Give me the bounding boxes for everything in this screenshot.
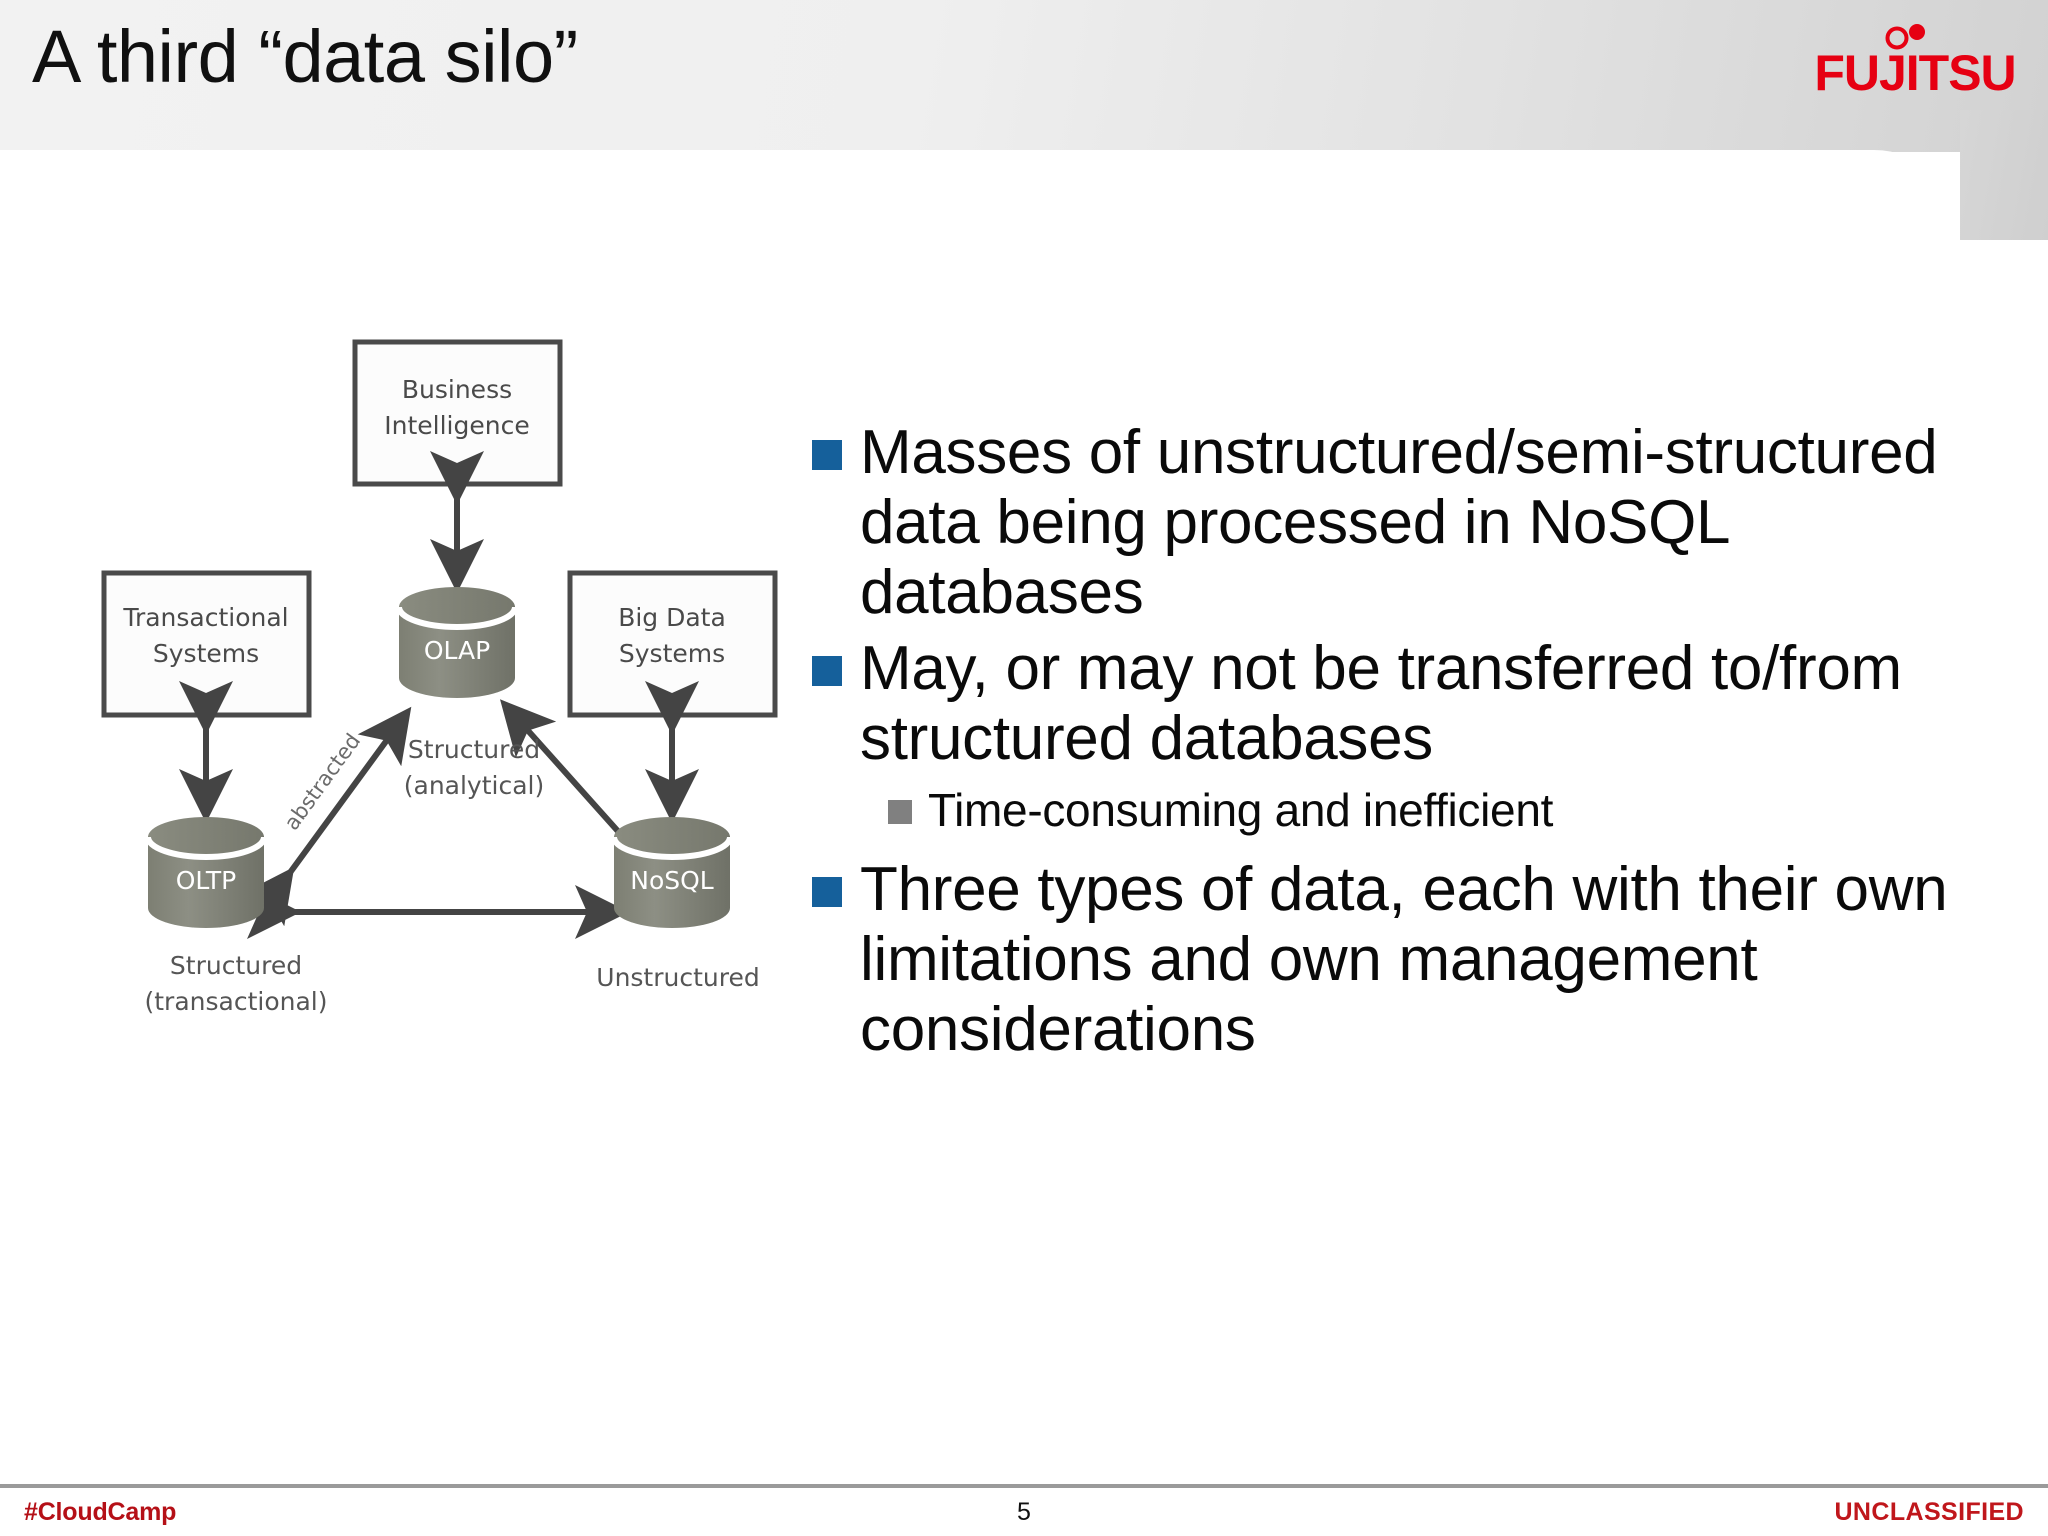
fujitsu-infinity-icon: [1885, 24, 1925, 50]
fujitsu-wordmark: FUJITSU: [1814, 45, 2015, 100]
annotation-structured-transactional-line2: (transactional): [145, 987, 328, 1016]
bullet-text-2: Time-consuming and inefficient: [928, 784, 1554, 837]
annotation-abstracted: abstracted: [279, 729, 365, 834]
cylinder-label-nosql: NoSQL: [630, 866, 714, 895]
diagram-box-transactional-systems: Transactional Systems: [101, 570, 312, 718]
annotation-structured-transactional-line1: Structured: [170, 951, 302, 980]
footer-page-number: 5: [1017, 1498, 1031, 1526]
footer-hashtag: #CloudCamp: [24, 1498, 177, 1526]
diagram-cylinder-nosql: NoSQL: [611, 817, 733, 928]
slide-header: [0, 0, 2048, 152]
bullet-item-1: May, or may not be transferred to/from s…: [812, 634, 2002, 774]
box-label-big-data-systems-line2: Systems: [619, 639, 725, 668]
cylinder-label-olap: OLAP: [424, 636, 490, 665]
annotation-structured-analytical-line1: Structured: [408, 735, 540, 764]
annotation-unstructured: Unstructured: [596, 963, 759, 992]
diagram-box-big-data-systems: Big Data Systems: [567, 570, 778, 718]
diagram-cylinder-oltp: OLTP: [145, 817, 267, 928]
fujitsu-logo: FUJITSU: [1810, 22, 2020, 101]
annotation-structured-analytical-line2: (analytical): [404, 771, 545, 800]
bullet-square-icon: [812, 656, 842, 687]
box-label-business-intelligence-line2: Intelligence: [384, 411, 529, 440]
data-silo-diagram: Business Intelligence Transactional Syst…: [96, 326, 816, 1046]
bullet-text-0: Masses of unstructured/semi-structured d…: [860, 418, 1938, 628]
sub-bullet-square-icon: [888, 800, 912, 825]
bullet-item-0: Masses of unstructured/semi-structured d…: [812, 418, 2002, 628]
box-label-transactional-systems-line2: Systems: [153, 639, 259, 668]
arrow-nosql-olap: [500, 699, 675, 890]
box-label-big-data-systems-line1: Big Data: [618, 603, 726, 632]
diagram-box-business-intelligence: Business Intelligence: [352, 339, 563, 487]
footer-classification: UNCLASSIFIED: [1834, 1498, 2024, 1526]
bullet-text-1: May, or may not be transferred to/from s…: [860, 634, 1902, 774]
fujitsu-logo-svg: FUJITSU: [1814, 24, 2017, 101]
bullet-list: Masses of unstructured/semi-structured d…: [812, 418, 2002, 1071]
box-label-transactional-systems-line1: Transactional: [122, 603, 288, 632]
header-curve-white: [0, 150, 1960, 240]
bullet-square-icon: [812, 877, 842, 908]
arrow-oltp-olap-abstracted: [240, 706, 412, 927]
bullet-item-3: Three types of data, each with their own…: [812, 855, 2002, 1065]
bullet-text-3: Three types of data, each with their own…: [860, 855, 1948, 1065]
footer-divider: [0, 1484, 2048, 1488]
box-label-business-intelligence-line1: Business: [402, 375, 512, 404]
bullet-square-icon: [812, 440, 842, 470]
diagram-cylinder-olap: OLAP: [396, 587, 518, 698]
cylinder-label-oltp: OLTP: [176, 866, 237, 895]
slide-footer: #CloudCamp 5 UNCLASSIFIED: [0, 1488, 2048, 1536]
page-title: A third “data silo”: [32, 15, 578, 98]
bullet-item-2: Time-consuming and inefficient: [888, 784, 2002, 837]
